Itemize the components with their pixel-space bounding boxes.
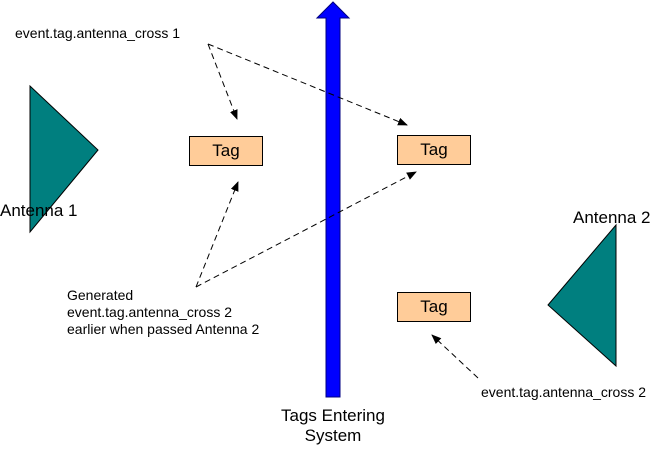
label-generated-note: Generated event.tag.antenna_cross 2 earl… xyxy=(67,287,259,337)
cross2-arrow-to-tag-bottom xyxy=(431,334,479,379)
cross1-arrow-to-tag-right xyxy=(207,43,408,126)
tag-box-right: Tag xyxy=(397,135,471,165)
label-tags-entering: Tags Entering System xyxy=(276,406,390,447)
entering-line-2: System xyxy=(304,426,362,446)
label-event-cross-1: event.tag.antenna_cross 1 xyxy=(15,25,181,41)
generated-line-3: earlier when passed Antenna 2 xyxy=(67,320,260,337)
tag-box-bottom: Tag xyxy=(397,292,471,322)
tag-label: Tag xyxy=(420,140,448,159)
entering-line-1: Tags Entering xyxy=(281,406,385,425)
generated-line-1: Generated xyxy=(67,287,134,303)
antenna-2-triangle xyxy=(547,223,617,368)
cross1-arrow-to-tag-left xyxy=(207,43,238,120)
tag-label: Tag xyxy=(420,297,448,316)
label-event-cross-2: event.tag.antenna_cross 2 xyxy=(481,384,647,400)
tag-label: Tag xyxy=(212,141,240,160)
label-antenna-2: Antenna 2 xyxy=(573,208,651,227)
tags-entering-arrow xyxy=(315,1,351,398)
antenna-1-triangle xyxy=(29,84,99,234)
generated-line-2: event.tag.antenna_cross 2 xyxy=(67,303,233,320)
tag-box-left: Tag xyxy=(189,136,263,166)
generated-arrow-to-tag-left xyxy=(195,181,239,288)
generated-arrow-to-tag-right xyxy=(195,171,417,288)
label-antenna-1: Antenna 1 xyxy=(0,201,78,220)
